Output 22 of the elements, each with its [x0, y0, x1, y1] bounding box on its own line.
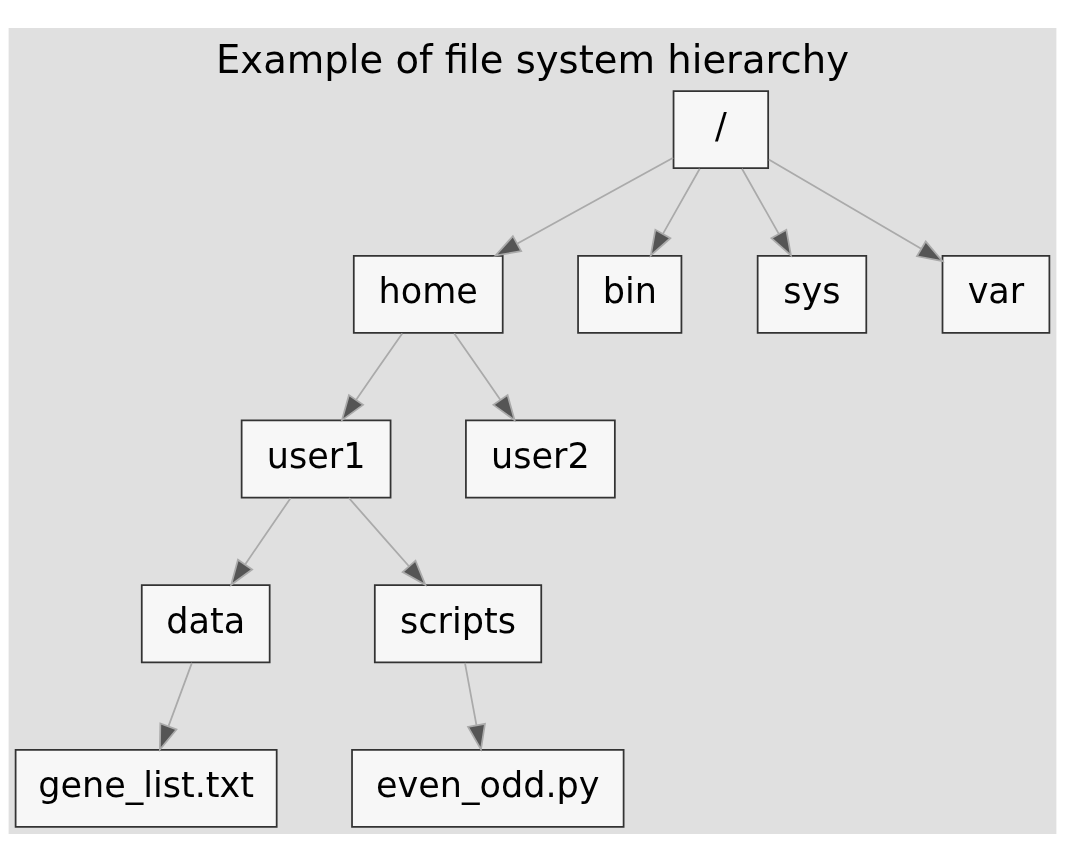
arrow [464, 661, 486, 752]
node-box: data [140, 583, 271, 663]
node-box: user2 [465, 419, 616, 498]
arrow [453, 332, 517, 422]
arrow [158, 661, 193, 752]
arrow [767, 158, 945, 263]
node-box: sys [756, 254, 868, 334]
node-box: home [352, 254, 504, 334]
arrow [649, 167, 701, 258]
diagram-title: Example of file system hierarchy [216, 36, 849, 82]
node-box: var [941, 254, 1051, 334]
node-box: even_odd.py [351, 748, 625, 828]
arrow [741, 167, 793, 258]
node-box: gene_list.txt [14, 748, 278, 828]
arrow [348, 496, 428, 587]
node-box: user1 [240, 419, 392, 498]
node-box: bin [577, 254, 683, 334]
arrow [229, 496, 292, 587]
node-box: scripts [373, 583, 543, 663]
arrow [493, 156, 675, 257]
arrow [340, 332, 404, 422]
node-box: / [672, 89, 770, 169]
